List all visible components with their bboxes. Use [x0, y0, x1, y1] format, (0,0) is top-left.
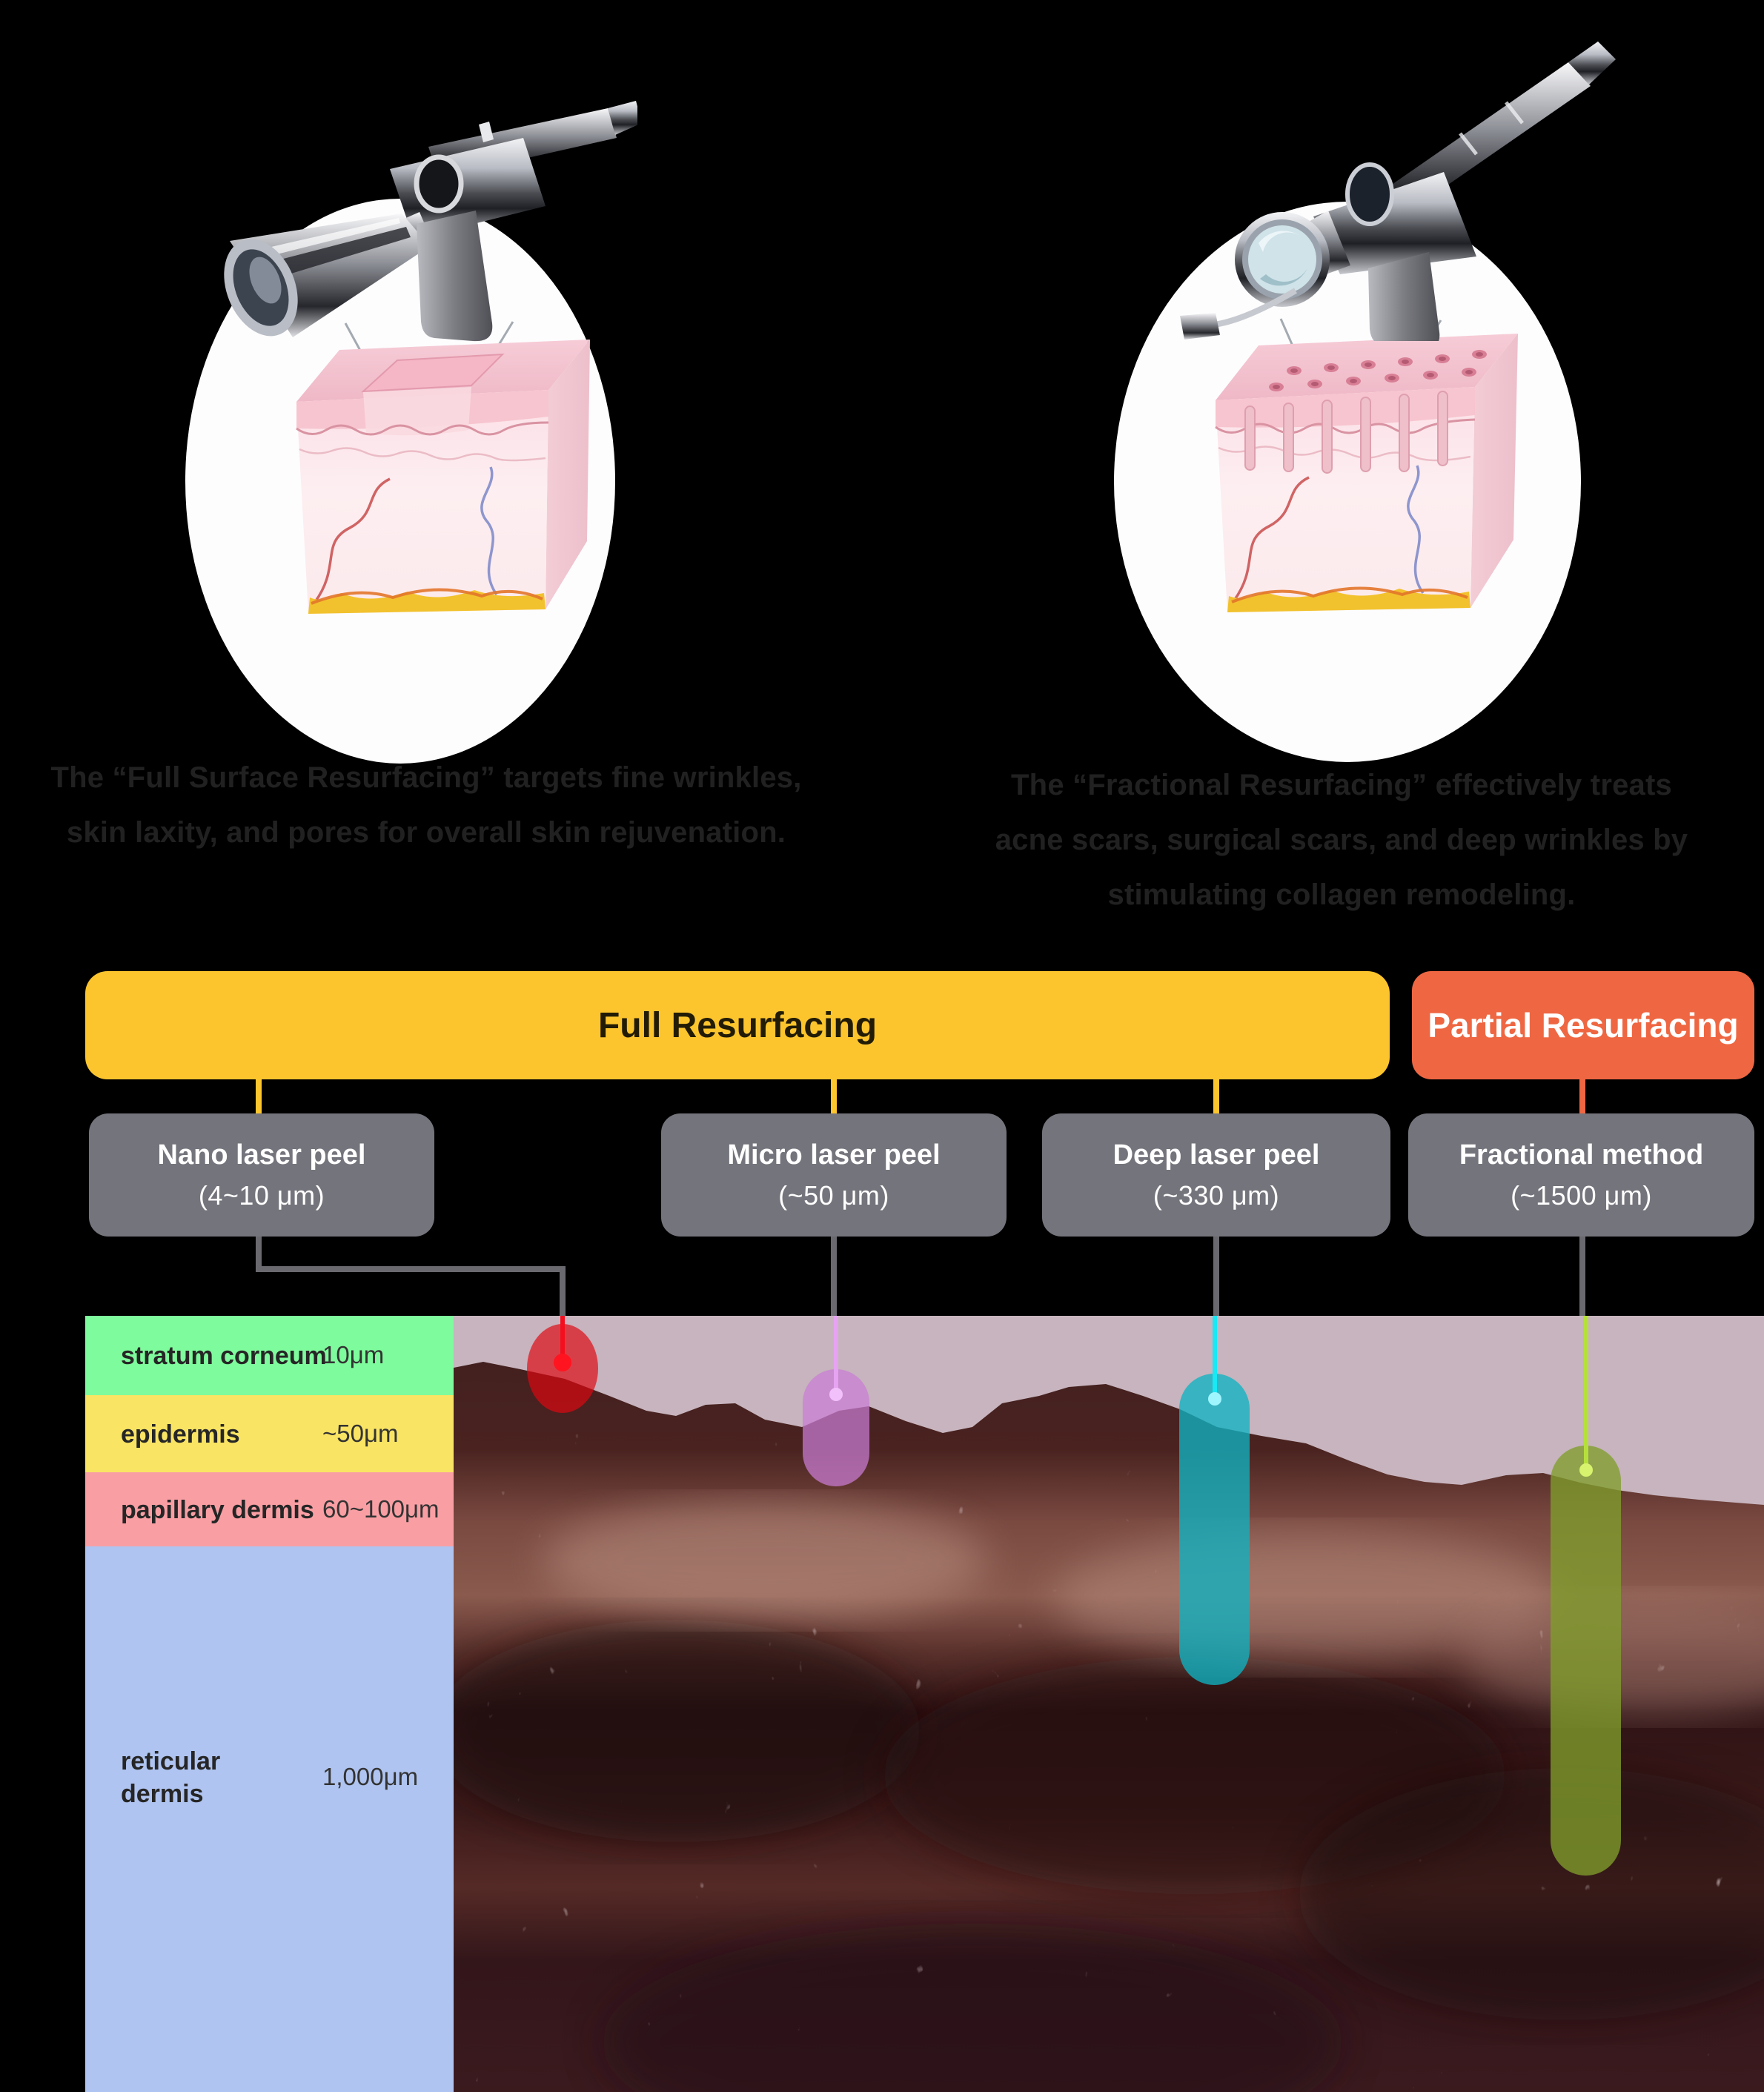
cone-lens-glass — [249, 256, 282, 304]
layer-label: stratum corneum — [121, 1342, 327, 1370]
blood-vessel — [1231, 586, 1468, 603]
handpiece-grip — [417, 211, 493, 342]
connector-nano-line — [256, 1266, 566, 1272]
barrel-ring — [1459, 132, 1478, 156]
method-box-micro: Micro laser peel (~50 μm) — [661, 1113, 1007, 1237]
handpiece-grip — [1368, 252, 1440, 341]
blood-vessel — [311, 588, 543, 605]
lens-shadow — [1260, 268, 1307, 286]
layer-band-stratum-corneum: stratum corneum 10μm — [85, 1316, 454, 1395]
connector-deep-line — [1213, 1237, 1219, 1318]
method-name: Deep laser peel — [1113, 1139, 1320, 1171]
cone-reflection — [252, 227, 411, 283]
distance-gauge-arm — [1213, 288, 1298, 328]
ablation-recess — [361, 353, 505, 393]
method-name: Fractional method — [1459, 1139, 1704, 1171]
full-resurfacing-label: Full Resurfacing — [597, 1005, 878, 1045]
layer-depth: 10μm — [322, 1341, 385, 1368]
method-box-fractional: Fractional method (~1500 μm) — [1408, 1113, 1754, 1237]
dermal-junction-line — [296, 421, 549, 436]
connector-partial-fractional — [1579, 1079, 1585, 1113]
caption-line: acne scars, surgical scars, and deep wri… — [995, 824, 1688, 856]
skin-side-face — [546, 340, 590, 609]
layer-depth: 60~100μm — [322, 1495, 440, 1523]
fractional-depth-dot — [1579, 1463, 1593, 1477]
caption-line: The “Full Surface Resurfacing” targets f… — [50, 761, 802, 794]
blood-vessel — [480, 466, 498, 596]
method-name: Micro laser peel — [727, 1139, 941, 1171]
blood-vessel — [1407, 465, 1425, 595]
layer-band-reticular-dermis: reticular dermis 1,000μm — [85, 1546, 454, 2092]
lens-highlight — [1259, 231, 1300, 252]
fractional-handpiece-illustration — [1180, 42, 1616, 341]
tissue-texture — [454, 1362, 1764, 2092]
micro-depth-line — [834, 1316, 838, 1394]
subcutaneous-fat — [1227, 589, 1470, 612]
method-depth: (~330 μm) — [1153, 1179, 1280, 1211]
method-name: Nano laser peel — [157, 1139, 366, 1171]
dermal-junction-line — [299, 447, 546, 462]
fractional-channels — [1244, 391, 1448, 474]
method-depth: (4~10 μm) — [198, 1179, 325, 1211]
method-box-nano: Nano laser peel (4~10 μm) — [89, 1113, 434, 1237]
skin-block-full-illustration — [296, 321, 590, 614]
deep-depth-line — [1213, 1316, 1217, 1399]
micro-depth-dot — [829, 1388, 843, 1401]
skin-front-face — [296, 390, 548, 614]
aperture-ring — [414, 154, 464, 213]
caption-line: stimulating collagen remodeling. — [1107, 878, 1576, 911]
connector-full-deep — [1213, 1079, 1219, 1113]
connector-nano-line — [256, 1237, 262, 1272]
full-resurfacing-handpiece-illustration — [224, 101, 637, 342]
nano-depth-line — [560, 1316, 565, 1363]
layer-depth: ~50μm — [322, 1420, 399, 1447]
fractional-depth-marker — [1551, 1446, 1621, 1876]
barrel-ring — [1505, 101, 1524, 125]
layer-label: reticular dermis — [121, 1747, 221, 1808]
partial-resurfacing-header: Partial Resurfacing — [1412, 971, 1754, 1079]
nano-depth-dot — [554, 1354, 571, 1371]
method-depth: (~1500 μm) — [1511, 1179, 1652, 1211]
fractional-resurfacing-caption: The “Fractional Resurfacing” effectively… — [919, 758, 1764, 922]
layer-band-epidermis: epidermis ~50μm — [85, 1395, 454, 1472]
connector-full-nano — [256, 1079, 262, 1113]
skin-front-face — [1216, 387, 1475, 612]
barrel-clamp — [479, 122, 494, 142]
fractional-depth-line — [1584, 1316, 1588, 1470]
laser-barrel-tip — [608, 101, 637, 135]
connector-full-micro — [831, 1079, 837, 1113]
partial-resurfacing-label: Partial Resurfacing — [1428, 1006, 1739, 1045]
skin-side-face — [1470, 334, 1518, 608]
fractional-holes — [1269, 350, 1487, 391]
mirror-port — [1345, 162, 1394, 226]
full-resurfacing-caption: The “Full Surface Resurfacing” targets f… — [0, 750, 852, 860]
caption-line: skin laxity, and pores for overall skin … — [66, 816, 786, 849]
distance-gauge-paddle — [1180, 313, 1220, 340]
ablated-channel — [363, 387, 471, 436]
blood-vessel — [314, 477, 391, 603]
method-depth: (~50 μm) — [778, 1179, 889, 1211]
layer-band-papillary-dermis: papillary dermis 60~100μm — [85, 1472, 454, 1546]
connector-micro-line — [831, 1237, 837, 1318]
connector-fractional-line — [1579, 1237, 1585, 1318]
histology-micrograph — [454, 1316, 1764, 2092]
skin-block-fractional-illustration — [1215, 318, 1518, 612]
cone-highlight — [242, 218, 400, 262]
laser-barrel-tip — [1568, 42, 1616, 85]
layer-label: papillary dermis — [121, 1496, 314, 1524]
epidermis-band — [1216, 387, 1475, 428]
method-box-deep: Deep laser peel (~330 μm) — [1042, 1113, 1390, 1237]
deep-depth-dot — [1208, 1392, 1221, 1406]
connector-nano-line — [560, 1266, 566, 1318]
full-resurfacing-header: Full Resurfacing — [85, 971, 1390, 1079]
deep-depth-marker — [1179, 1374, 1250, 1685]
layer-label: epidermis — [121, 1420, 240, 1449]
layer-depth: 1,000μm — [322, 1763, 419, 1790]
blood-vessel — [1233, 476, 1310, 602]
handpiece-body — [1313, 172, 1476, 274]
caption-line: The “Fractional Resurfacing” effectively… — [1011, 769, 1672, 801]
